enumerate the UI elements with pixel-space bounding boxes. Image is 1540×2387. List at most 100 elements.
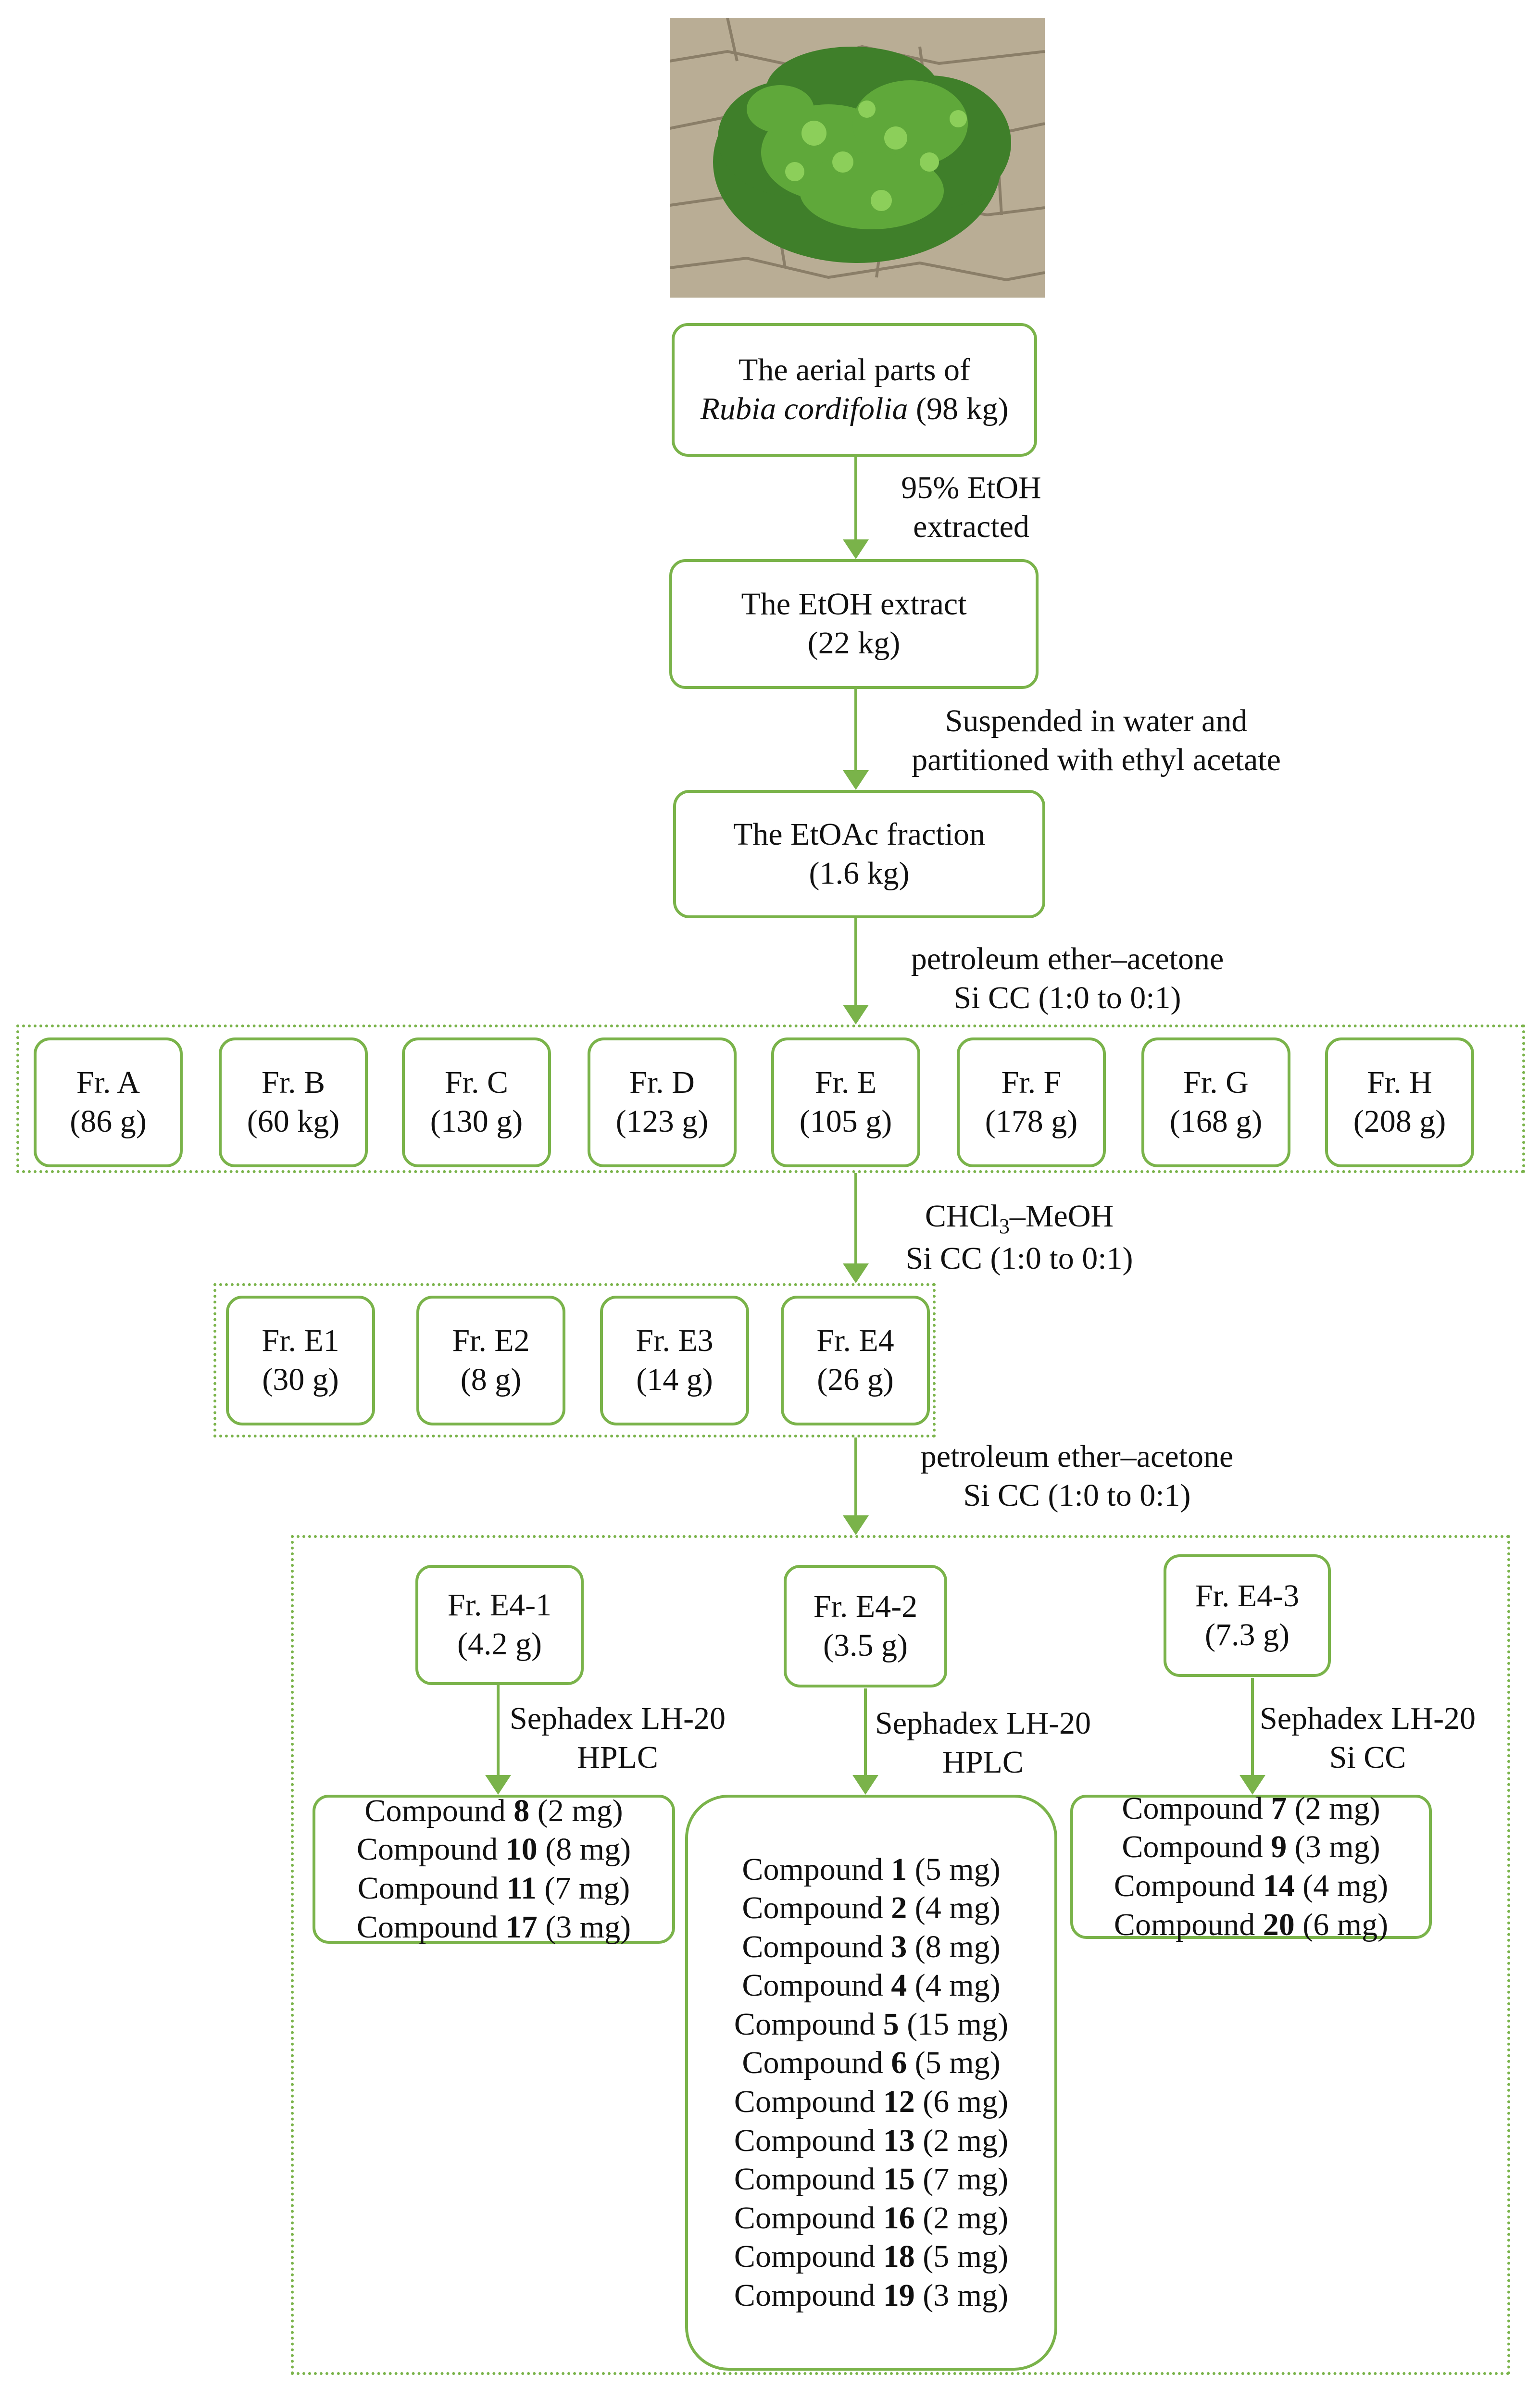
etoac-fraction-box: The EtOAc fraction (1.6 kg) [673,790,1045,918]
compound-prefix: Compound [734,2162,876,2197]
step-cc1: petroleum ether–acetone Si CC (1:0 to 0:… [875,940,1260,1017]
arrow-8 [1240,1678,1265,1795]
etoac-fraction-amount: (1.6 kg) [809,855,910,891]
fraction-name: Fr. B [261,1065,326,1100]
arrow-6 [485,1685,511,1795]
compound-amount: (4 mg) [914,1890,1001,1926]
fraction-amount: (168 g) [1169,1104,1263,1139]
subfraction-name: Fr. E2 [452,1323,530,1359]
compound-item: Compound 9 (3 mg) [1122,1828,1380,1867]
compound-item: Compound 15 (7 mg) [734,2160,1008,2199]
fraction-name: Fr. D [629,1065,695,1100]
fraction-name: Fr. G [1183,1065,1249,1100]
compound-prefix: Compound [742,1851,883,1887]
compound-prefix: Compound [357,1871,499,1906]
fraction-box: Fr. E (105 g) [771,1037,920,1167]
plant-box: The aerial parts of Rubia cordifolia (98… [672,323,1037,457]
e4-fraction-box: Fr. E4-3(7.3 g) [1164,1554,1331,1677]
fraction-name: Fr. E [814,1065,877,1100]
subfraction-box: Fr. E3(14 g) [600,1296,749,1425]
compound-prefix: Compound [734,2084,876,2119]
e4-method-line: HPLC [942,1744,1024,1780]
compound-amount: (2 mg) [923,2123,1009,2158]
compound-prefix: Compound [734,2239,876,2275]
subfractions-group [213,1283,936,1437]
step-cc2-line1: CHCl3–MeOH [885,1197,1154,1239]
step-cc2: CHCl3–MeOH Si CC (1:0 to 0:1) [885,1197,1154,1278]
compound-amount: (7 mg) [544,1871,630,1906]
compound-item: Compound 16 (2 mg) [734,2199,1008,2238]
plant-amount: (98 kg) [916,391,1009,426]
arrow-2 [843,689,869,790]
step-cc2-post: –MeOH [1009,1199,1114,1234]
fraction-box: Fr. D(123 g) [588,1037,737,1167]
compound-number: 1 [891,1851,907,1887]
compound-amount: (15 mg) [907,2006,1009,2042]
compound-number: 11 [506,1871,537,1906]
compound-item: Compound 11 (7 mg) [358,1869,630,1908]
compound-prefix: Compound [356,1832,498,1867]
step-cc2-line2: Si CC (1:0 to 0:1) [905,1240,1133,1276]
compound-amount: (4 mg) [914,1968,1001,2003]
compound-amount: (8 mg) [914,1929,1001,1964]
e4-fraction-amount: (4.2 g) [457,1626,542,1662]
compound-number: 17 [505,1909,538,1945]
compound-item: Compound 10 (8 mg) [357,1830,631,1869]
fraction-name: Fr. C [444,1065,509,1100]
compound-item: Compound 8 (2 mg) [364,1792,623,1831]
plant-species-line: Rubia cordifolia (98 kg) [701,390,1009,429]
subfraction-amount: (26 g) [817,1362,894,1397]
compound-number: 7 [1271,1790,1287,1826]
e4-method-line: Sephadex LH-20 [875,1706,1091,1741]
fraction-box: Fr. G (168 g) [1141,1037,1290,1167]
step-cc3-line1: petroleum ether–acetone [920,1439,1234,1474]
fraction-box: Fr. F(178 g) [957,1037,1106,1167]
compound-amount: (3 mg) [1294,1829,1380,1865]
compound-prefix: Compound [364,1793,506,1828]
compound-prefix: Compound [742,1968,883,2003]
e4-fraction-name: Fr. E4-1 [447,1587,552,1623]
compound-number: 14 [1263,1868,1295,1903]
compound-amount: (7 mg) [923,2162,1009,2197]
compound-prefix: Compound [742,2045,883,2081]
compound-amount: (5 mg) [914,1851,1001,1887]
compound-item: Compound 3 (8 mg) [742,1928,1000,1967]
e4-method-line: HPLC [577,1739,658,1775]
step-partition-line2: partitioned with ethyl acetate [912,742,1281,777]
fraction-amount: (178 g) [985,1104,1078,1139]
compound-number: 12 [883,2084,915,2119]
subfraction-name: Fr. E4 [816,1323,894,1359]
step-cc3: petroleum ether–acetone Si CC (1:0 to 0:… [885,1437,1269,1515]
subfraction-box: Fr. E1(30 g) [226,1296,375,1425]
fraction-amount: (60 kg) [247,1104,340,1139]
compound-item: Compound 2 (4 mg) [742,1889,1000,1928]
fraction-box: Fr. H(208 g) [1325,1037,1474,1167]
fraction-box: Fr. A(86 g) [34,1037,183,1167]
etoac-fraction-title: The EtOAc fraction [733,816,986,852]
compound-prefix: Compound [734,2006,876,2042]
fractions-group [16,1025,1525,1173]
step-cc3-line2: Si CC (1:0 to 0:1) [963,1477,1191,1513]
arrow-5 [843,1437,869,1535]
compound-number: 20 [1263,1907,1295,1942]
fraction-amount: (105 g) [799,1104,892,1139]
compound-amount: (2 mg) [1294,1790,1380,1826]
step-extraction: 95% EtOH extracted [885,469,1058,546]
subfraction-amount: (30 g) [262,1362,339,1397]
compound-amount: (3 mg) [545,1909,631,1945]
compound-amount: (3 mg) [923,2277,1009,2313]
step-extraction-line2: extracted [913,509,1029,544]
subfraction-name: Fr. E3 [636,1323,714,1359]
compound-number: 10 [505,1832,538,1867]
compound-item: Compound 13 (2 mg) [734,2122,1008,2161]
compound-amount: (8 mg) [545,1832,631,1867]
e4-fraction-amount: (7.3 g) [1205,1617,1290,1652]
plant-photo [670,18,1045,298]
step-cc2-pre: CHCl [925,1199,999,1234]
compound-amount: (2 mg) [923,2200,1009,2236]
etoh-extract-box: The EtOH extract (22 kg) [669,559,1039,689]
fraction-amount: (208 g) [1353,1104,1446,1139]
